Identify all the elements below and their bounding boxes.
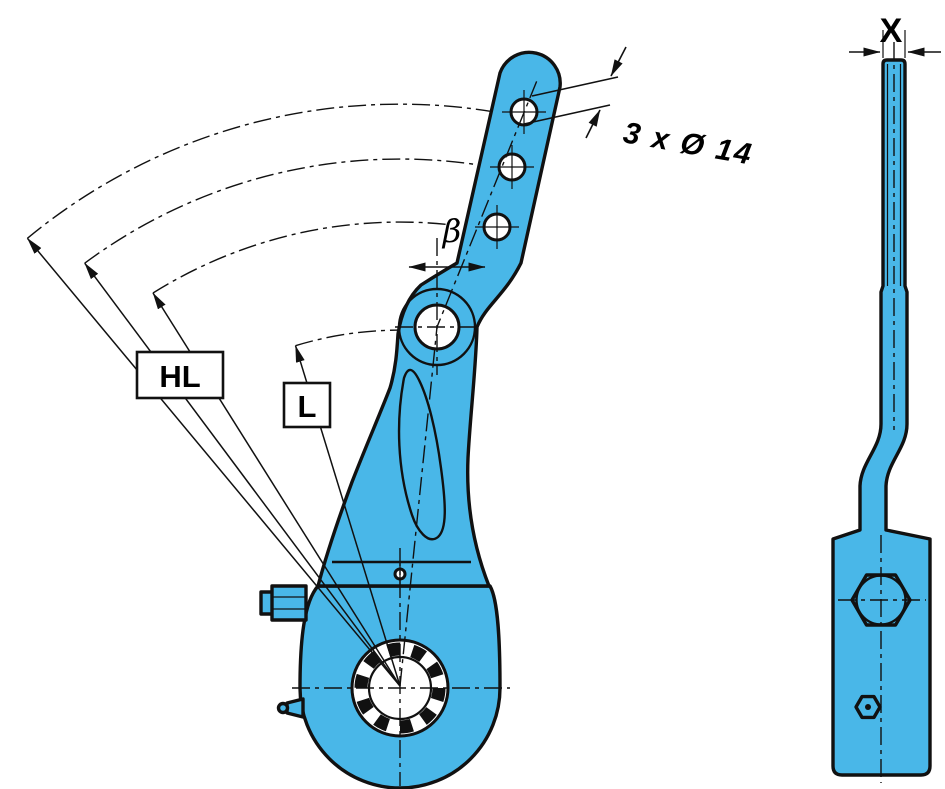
side-view bbox=[831, 42, 932, 783]
hl-label: HL bbox=[159, 359, 200, 394]
adjustment-holes bbox=[475, 90, 546, 249]
dia-ext-line-1 bbox=[531, 76, 619, 97]
hl-leader-2 bbox=[84, 262, 401, 687]
swing-arc-l bbox=[295, 329, 419, 347]
nipple-body bbox=[285, 697, 305, 719]
centerlines bbox=[292, 77, 539, 786]
lock-bolt-center bbox=[865, 704, 871, 710]
hole-dimension-label: 3 x Ø 14 bbox=[621, 116, 756, 171]
l-label-box bbox=[282, 381, 332, 429]
beta-label: β bbox=[442, 212, 462, 250]
dia-arrow-bottom bbox=[585, 109, 601, 139]
arm-rib bbox=[397, 368, 446, 541]
dimensions bbox=[408, 30, 941, 272]
dia-arrow-top bbox=[610, 46, 627, 77]
hl-label-box bbox=[135, 350, 225, 400]
swing-arc-inner bbox=[152, 221, 449, 294]
grease-nipple bbox=[276, 697, 305, 719]
dia-ext-line-2 bbox=[523, 104, 611, 125]
swing-arcs bbox=[26, 103, 502, 347]
swing-arc-outer bbox=[26, 103, 502, 239]
hl-leader-1 bbox=[26, 237, 401, 687]
nipple-tip bbox=[276, 701, 290, 715]
radius-leaders bbox=[26, 237, 401, 687]
adjuster-hex bbox=[259, 584, 308, 622]
front-view bbox=[259, 50, 562, 789]
lock-bolt bbox=[854, 694, 882, 720]
swing-arc-middle bbox=[84, 158, 474, 264]
l-label: L bbox=[298, 389, 317, 424]
x-dimension-label: X bbox=[880, 12, 903, 50]
adjuster-head bbox=[270, 584, 308, 622]
labels: HL L β 3 x Ø 14 X bbox=[135, 12, 903, 429]
